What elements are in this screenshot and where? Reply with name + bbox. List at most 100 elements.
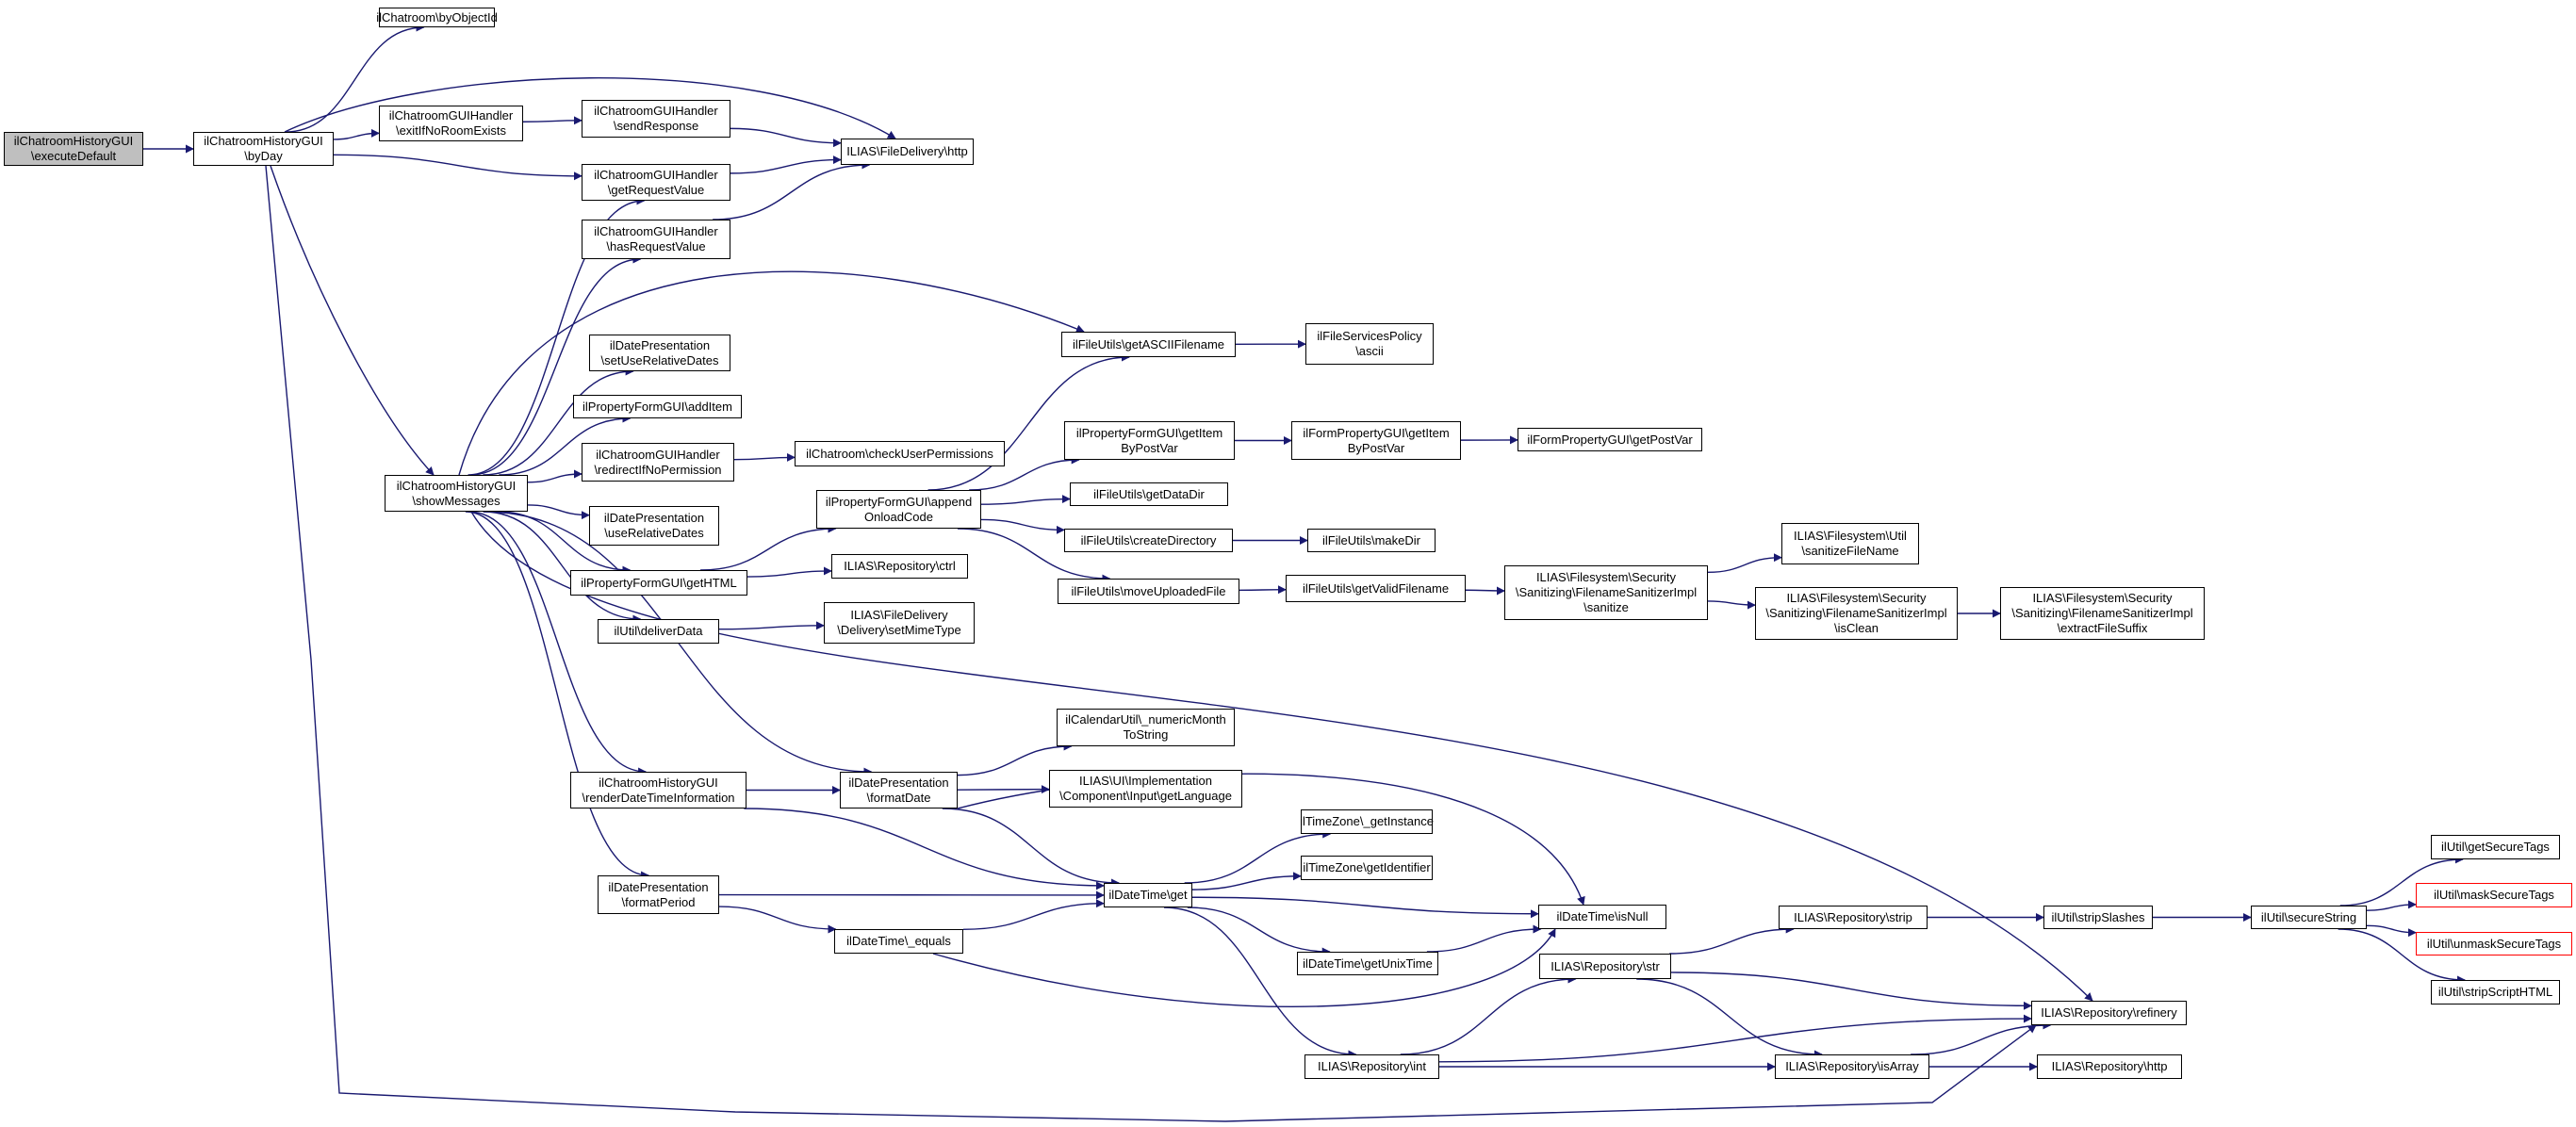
function-node[interactable]: ilDatePresentation\formatPeriod — [598, 875, 719, 914]
function-node-label: ilChatroomGUIHandler — [594, 224, 718, 238]
function-node[interactable]: ilPropertyFormGUI\getHTML — [570, 570, 747, 596]
call-edge-n53-n52 — [1438, 1014, 2032, 1063]
function-node[interactable]: ilChatroomGUIHandler\getRequestValue — [582, 164, 730, 201]
function-node[interactable]: ILIAS\Filesystem\Security\Sanitizing\Fil… — [2000, 587, 2205, 640]
function-node-label: \extractFileSuffix — [2057, 621, 2148, 635]
function-node[interactable]: ilUtil\unmaskSecureTags — [2416, 932, 2572, 956]
function-node[interactable]: ILIAS\Repository\ctrl — [831, 554, 968, 579]
function-node-label: ILIAS\Filesystem\Security — [1535, 570, 1677, 584]
function-node[interactable]: ILIAS\UI\Implementation\Component\Input\… — [1049, 770, 1242, 808]
function-node[interactable]: ilUtil\maskSecureTags — [2416, 883, 2572, 907]
call-edge-n8-n52 — [470, 511, 2093, 1002]
function-node-label: ilFileUtils\createDirectory — [1080, 532, 1217, 547]
function-node-label: ilChatroomGUIHandler — [388, 108, 514, 122]
function-node[interactable]: ilTimeZone\getIdentifier — [1301, 856, 1433, 880]
function-node[interactable]: ilFileUtils\moveUploadedFile — [1058, 579, 1239, 604]
function-node[interactable]: ilFileUtils\getASCIIFilename — [1061, 332, 1236, 357]
function-node[interactable]: ilUtil\stripScriptHTML — [2431, 980, 2560, 1004]
function-node[interactable]: ILIAS\Repository\str — [1539, 954, 1671, 979]
function-node-label: ILIAS\Repository\strip — [1794, 909, 1912, 924]
function-node[interactable]: ilFileUtils\getDataDir — [1070, 482, 1228, 506]
function-node[interactable]: ilUtil\stripSlashes — [2043, 906, 2153, 929]
function-node[interactable]: ilUtil\secureString — [2251, 906, 2367, 929]
function-node-label: ilFileServicesPolicy — [1317, 329, 1422, 343]
function-node-label: \exitIfNoRoomExists — [395, 123, 507, 138]
function-node[interactable]: ilFileServicesPolicy\ascii — [1305, 323, 1434, 365]
call-edge-n31-n32 — [718, 621, 825, 630]
function-node[interactable]: ilChatroomGUIHandler\redirectIfNoPermiss… — [582, 443, 734, 482]
function-node[interactable]: ILIAS\Repository\int — [1304, 1054, 1439, 1079]
function-node-label: ilUtil\deliverData — [614, 624, 703, 638]
function-node[interactable]: ilTimeZone\_getInstance — [1300, 809, 1434, 834]
function-node[interactable]: ilDatePresentation\formatDate — [840, 772, 958, 808]
call-edge-n1-n5 — [284, 77, 896, 139]
function-node[interactable]: ilFileUtils\getValidFilename — [1286, 575, 1466, 602]
function-node[interactable]: ilChatroomHistoryGUI\byDay — [193, 132, 334, 166]
function-node-label: \useRelativeDates — [604, 526, 704, 540]
function-node-label: \ascii — [1355, 344, 1384, 358]
call-edge-n7-n5 — [713, 160, 871, 220]
function-node-label: \renderDateTimeInformation — [582, 790, 735, 805]
function-node-label: ILIAS\Repository\refinery — [2041, 1005, 2177, 1020]
function-node[interactable]: ilDateTime\_equals — [834, 929, 963, 954]
function-node[interactable]: ILIAS\Repository\http — [2037, 1054, 2182, 1079]
call-edge-n40-n38 — [1191, 872, 1302, 890]
call-edge-n53-n51 — [1400, 974, 1577, 1055]
function-node[interactable]: ILIAS\Filesystem\Util\sanitizeFileName — [1781, 523, 1919, 564]
call-edge-n17-n22 — [980, 518, 1065, 534]
function-node[interactable]: ILIAS\Repository\isArray — [1775, 1054, 1929, 1079]
function-node-label: OnloadCode — [864, 509, 933, 524]
function-node[interactable]: ILIAS\Filesystem\Security\Sanitizing\Fil… — [1755, 587, 1958, 640]
function-node[interactable]: ILIAS\Repository\strip — [1779, 906, 1928, 929]
call-edge-n36-n34 — [957, 785, 1050, 794]
function-node[interactable]: ilFileUtils\createDirectory — [1064, 529, 1233, 552]
function-node[interactable]: ILIAS\FileDelivery\http — [841, 139, 974, 165]
function-node[interactable]: ilChatroomHistoryGUI\showMessages — [385, 475, 528, 512]
call-edge-n46-n49 — [2366, 924, 2417, 938]
function-node[interactable]: ilDateTime\getUnixTime — [1297, 952, 1438, 975]
function-node-label: ilUtil\unmaskSecureTags — [2426, 936, 2562, 951]
function-node-label: ilFileUtils\getValidFilename — [1302, 580, 1450, 596]
function-node[interactable]: ilFormPropertyGUI\getPostVar — [1518, 428, 1702, 451]
call-edge-n36-n40 — [942, 808, 1121, 888]
function-node[interactable]: ilChatroomGUIHandler\hasRequestValue — [582, 220, 730, 259]
function-node[interactable]: ilFileUtils\makeDir — [1307, 529, 1436, 552]
function-node[interactable]: ilDateTime\isNull — [1538, 905, 1666, 929]
function-node[interactable]: ilChatroomHistoryGUI\renderDateTimeInfor… — [570, 772, 747, 808]
function-node[interactable]: ilDatePresentation\setUseRelativeDates — [589, 335, 730, 371]
call-edge-n17-n9 — [927, 352, 1130, 491]
function-node[interactable]: ILIAS\FileDelivery\Delivery\setMimeType — [824, 602, 975, 644]
call-edge-n8-n6 — [468, 196, 646, 476]
function-node-label: ilDateTime\getUnixTime — [1303, 956, 1433, 971]
function-node[interactable]: ilChatroomGUIHandler\sendResponse — [582, 100, 730, 138]
function-node-label: ilUtil\secureString — [2260, 909, 2357, 924]
function-node[interactable]: ilUtil\getSecureTags — [2431, 835, 2560, 859]
function-node-label: ilChatroomHistoryGUI — [13, 134, 134, 148]
call-edge-n36-n33 — [957, 742, 1073, 776]
function-node-label: \sanitize — [1583, 600, 1629, 614]
function-node-label: ILIAS\FileDelivery — [850, 608, 948, 622]
function-node[interactable]: ILIAS\Repository\refinery — [2031, 1001, 2187, 1025]
function-node-label: \executeDefault — [30, 149, 117, 163]
function-node[interactable]: ilUtil\deliverData — [598, 619, 719, 644]
call-edge-n54-n52 — [1911, 1021, 2052, 1055]
function-node[interactable]: ilChatroomGUIHandler\exitIfNoRoomExists — [379, 106, 523, 141]
function-node[interactable]: ilPropertyFormGUI\addItem — [573, 395, 742, 418]
call-edge-n46-n47 — [2339, 855, 2464, 906]
function-node[interactable]: ilChatroom\checkUserPermissions — [795, 441, 1005, 466]
function-node-label: ilDatePresentation — [848, 775, 949, 790]
function-node[interactable]: ILIAS\Filesystem\Security\Sanitizing\Fil… — [1504, 565, 1708, 620]
function-node[interactable]: ilDatePresentation\useRelativeDates — [589, 506, 719, 546]
function-node[interactable]: ilDateTime\get — [1104, 883, 1192, 907]
call-edge-n8-n9 — [458, 270, 1085, 476]
call-edge-n8-n35 — [468, 511, 648, 776]
call-edge-n8-n12 — [499, 414, 632, 476]
call-edge-n24-n25 — [1239, 585, 1287, 595]
call-edge-n1-n3 — [333, 128, 380, 140]
function-node-label: ilUtil\getSecureTags — [2441, 840, 2550, 854]
function-node[interactable]: ilChatroom\byObjectId — [376, 8, 498, 27]
